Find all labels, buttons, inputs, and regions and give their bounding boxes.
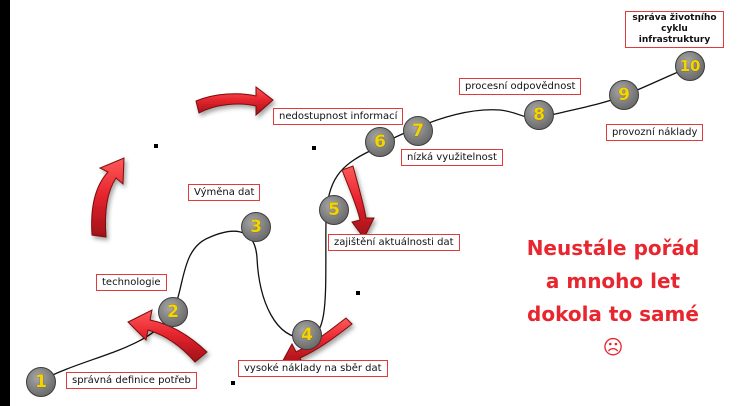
step-node-6: 6: [365, 127, 395, 157]
step-node-9: 9: [609, 80, 639, 110]
label-procesni-odpovednost: procesní odpovědnost: [459, 78, 582, 95]
label-spravna-definice-potreb: správná definice potřeb: [66, 372, 197, 389]
arrow-center-down: [341, 165, 375, 239]
step-node-1: 1: [26, 367, 56, 397]
step-node-4: 4: [292, 320, 322, 350]
step-node-5: 5: [319, 195, 349, 225]
label-vymena-dat: Výměna dat: [188, 184, 261, 201]
message-text: Neustále pořád a mnoho let dokola to sam…: [503, 232, 723, 364]
arrow-bottom-left: [127, 309, 208, 363]
sad-face-icon: ☹: [602, 335, 624, 359]
marker-dot: [312, 146, 316, 150]
label-nizka-vyuzitelnost: nízká využitelnost: [401, 149, 503, 166]
marker-dot: [231, 381, 235, 385]
label-provozni-naklady: provozní náklady: [606, 124, 704, 141]
message-line-1: Neustále pořád: [526, 236, 700, 260]
step-node-2: 2: [158, 297, 188, 327]
step-node-8: 8: [524, 100, 554, 130]
message-line-3: dokola to samé: [527, 302, 699, 326]
message-line-2: a mnoho let: [545, 269, 681, 293]
label-sprava-zivotniho-cyklu: správa životního cyklu infrastruktury: [625, 11, 724, 48]
arrow-left-up: [91, 157, 125, 238]
label-zajisteni-aktualnosti: zajištění aktuálnosti dat: [328, 234, 460, 251]
label-vysoke-naklady: vysoké náklady na sběr dat: [238, 360, 388, 377]
left-border: [0, 0, 10, 406]
step-node-3: 3: [241, 212, 271, 242]
label-nedostupnost-informaci: nedostupnost informací: [273, 108, 404, 125]
step-node-7: 7: [403, 116, 433, 146]
marker-dot: [154, 144, 158, 148]
marker-dot: [356, 291, 360, 295]
step-node-10: 10: [675, 51, 705, 81]
arrow-top: [195, 85, 274, 117]
label-technologie: technologie: [96, 274, 167, 291]
